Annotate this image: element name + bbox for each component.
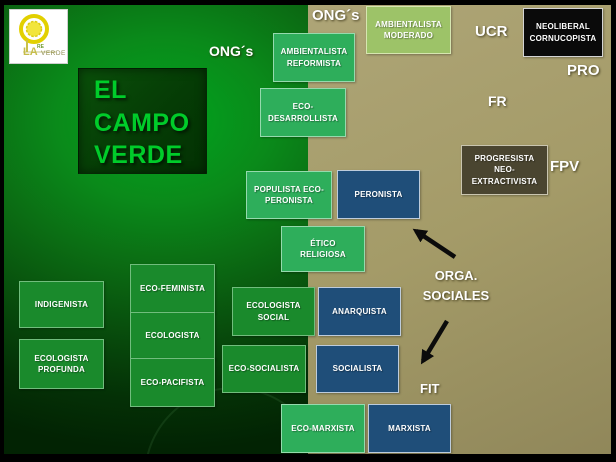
node-indigenista: INDIGENISTA bbox=[19, 281, 104, 328]
node-ecologista: ECOLOGISTA bbox=[130, 312, 215, 360]
node-label: AMBIENTALISTA REFORMISTA bbox=[280, 47, 348, 68]
node-progresista-neo-extractivista: PROGRESISTA NEO- EXTRACTIVISTA bbox=[461, 145, 548, 195]
node-ecologista-profunda: ECOLOGISTA PROFUNDA bbox=[19, 339, 104, 389]
logo-text-re: RE bbox=[37, 44, 45, 50]
node-label: ECO-PACIFISTA bbox=[140, 377, 205, 387]
label-orga-sociales: ORGA. SOCIALES bbox=[422, 268, 490, 303]
sun-icon: LA RE VERDE bbox=[19, 14, 66, 58]
label-fpv: FPV bbox=[550, 158, 580, 175]
node-ambientalista-moderado: AMBIENTALISTA MODERADO bbox=[366, 6, 451, 54]
logo-text-la: LA bbox=[23, 46, 38, 58]
node-eco-desarrollista: ECO- DESARROLLISTA bbox=[260, 88, 346, 137]
node-label: ECO-MARXISTA bbox=[291, 423, 355, 433]
node-label: ECOLOGISTA SOCIAL bbox=[246, 301, 301, 322]
node-label: ÉTICO RELIGIOSA bbox=[300, 238, 346, 259]
node-peronista: PERONISTA bbox=[337, 170, 420, 219]
node-label: ECO-FEMINISTA bbox=[139, 283, 206, 293]
node-label: ANARQUISTA bbox=[332, 306, 387, 316]
node-label: ECOLOGISTA bbox=[145, 331, 200, 341]
node-ecologista-social: ECOLOGISTA SOCIAL bbox=[232, 287, 315, 336]
node-label: PROGRESISTA NEO- EXTRACTIVISTA bbox=[471, 154, 538, 186]
label-fr: FR bbox=[488, 93, 507, 109]
node-neoliberal-cornucopista: NEOLIBERAL CORNUCOPISTA bbox=[523, 8, 603, 57]
node-eco-pacifista: ECO-PACIFISTA bbox=[130, 358, 215, 407]
node-label: INDIGENISTA bbox=[34, 299, 89, 309]
node-anarquista: ANARQUISTA bbox=[318, 287, 401, 336]
node-label: AMBIENTALISTA MODERADO bbox=[375, 19, 442, 40]
logo: LA RE VERDE bbox=[9, 9, 68, 64]
label-ongs-top: ONG´s bbox=[312, 7, 360, 24]
label-ucr: UCR bbox=[475, 23, 508, 40]
node-socialista: SOCIALISTA bbox=[316, 345, 399, 393]
slide-title-text: EL CAMPO VERDE bbox=[94, 76, 190, 169]
node-label: PERONISTA bbox=[354, 189, 403, 199]
node-ambientalista-reformista: AMBIENTALISTA REFORMISTA bbox=[273, 33, 355, 82]
node-label: SOCIALISTA bbox=[332, 364, 383, 374]
node-eco-feminista: ECO-FEMINISTA bbox=[130, 264, 215, 313]
node-label: ECOLOGISTA PROFUNDA bbox=[34, 353, 89, 374]
node-label: ECO-SOCIALISTA bbox=[228, 364, 300, 374]
node-etico-religiosa: ÉTICO RELIGIOSA bbox=[281, 226, 365, 272]
node-label: ECO- DESARROLLISTA bbox=[267, 102, 338, 123]
node-populista-eco-peronista: POPULISTA ECO- PERONISTA bbox=[246, 171, 332, 219]
label-ongs-left: ONG´s bbox=[209, 43, 254, 59]
node-eco-marxista: ECO-MARXISTA bbox=[281, 404, 365, 453]
slide-title: EL CAMPO VERDE bbox=[78, 68, 207, 174]
node-eco-socialista: ECO-SOCIALISTA bbox=[222, 345, 306, 393]
node-label: POPULISTA ECO- PERONISTA bbox=[254, 184, 324, 205]
node-marxista: MARXISTA bbox=[368, 404, 451, 453]
label-fit: FIT bbox=[420, 381, 440, 396]
slide: LA RE VERDE EL CAMPO VERDE ONG´s ONG´s U… bbox=[4, 5, 611, 454]
node-label: NEOLIBERAL CORNUCOPISTA bbox=[529, 22, 597, 43]
label-pro: PRO bbox=[567, 62, 600, 79]
node-label: MARXISTA bbox=[388, 423, 431, 433]
logo-text-verde: VERDE bbox=[41, 50, 66, 57]
